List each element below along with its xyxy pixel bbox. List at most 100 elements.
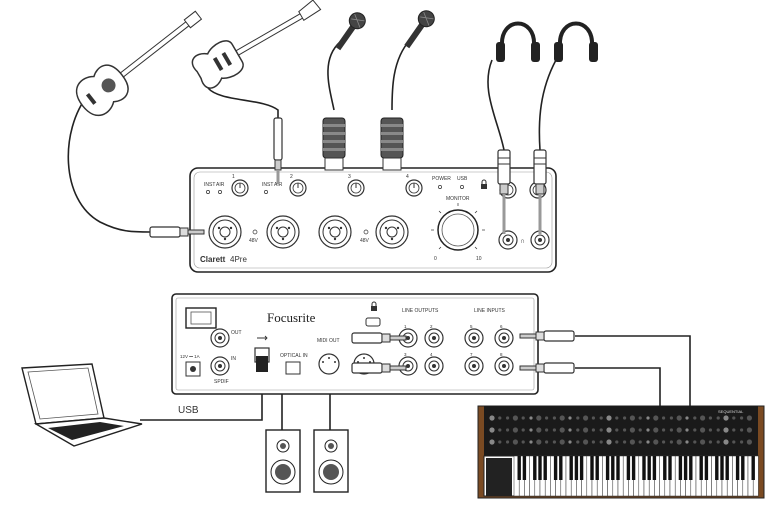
synth-knob — [576, 428, 580, 432]
synth-knob — [629, 439, 636, 445]
acoustic-guitar-icon — [76, 10, 203, 117]
combo-input-2[interactable] — [266, 215, 300, 249]
synth-knob — [606, 415, 612, 421]
synth-knob — [498, 440, 502, 444]
midi-out-port[interactable] — [318, 353, 340, 375]
line-output-4[interactable] — [424, 356, 444, 376]
gain-knob-4[interactable] — [405, 179, 423, 197]
synth-black-key — [538, 456, 542, 480]
synth-knob — [559, 427, 565, 433]
synth-knob — [489, 439, 495, 445]
synth-knob — [623, 416, 627, 420]
synth-black-key — [704, 456, 709, 480]
synth-knob — [723, 439, 729, 445]
lock-slot[interactable] — [365, 317, 381, 327]
synth-knob — [708, 416, 713, 420]
synth-black-key — [683, 456, 688, 480]
line-input-8[interactable] — [494, 356, 514, 376]
synth-knob — [746, 415, 753, 421]
synth-knob — [552, 416, 557, 420]
power-label: POWER — [432, 176, 451, 182]
synth-black-key — [559, 456, 563, 480]
synth-knob — [552, 440, 557, 444]
synth-knob — [521, 416, 525, 420]
usb-icon — [257, 335, 268, 341]
synth-knob — [732, 428, 736, 432]
headphone-jack-1[interactable] — [498, 230, 518, 250]
line-input-6[interactable] — [494, 328, 514, 348]
synth-black-key — [616, 456, 620, 480]
rear-panel: 12V ⎓ 1A OUT IN SPDIF OPTICAL IN Focusri… — [171, 293, 539, 395]
synth-knob — [615, 428, 619, 432]
synth-black-key — [543, 456, 547, 480]
synth-black-key — [735, 456, 740, 480]
synth-knob — [576, 440, 580, 444]
synth-knob — [576, 416, 580, 420]
synth-black-key — [553, 456, 558, 480]
line-input-number-7: 7 — [470, 352, 473, 357]
optical-input[interactable] — [285, 361, 301, 375]
synth-knob — [740, 416, 744, 420]
synth-knob — [740, 428, 744, 432]
gain-knob-3[interactable] — [347, 179, 365, 197]
synth-black-key — [626, 456, 631, 480]
synth-black-key — [533, 456, 537, 480]
synth-knob — [599, 428, 603, 432]
line-output-number-1: 1 — [404, 324, 407, 329]
synth-black-key — [631, 456, 636, 480]
synth-knob — [591, 440, 596, 444]
line-input-number-5: 5 — [470, 324, 473, 329]
synth-knob — [693, 440, 697, 444]
synth-knob — [536, 415, 542, 421]
synth-knob — [638, 440, 642, 444]
inst-label-2: INST — [262, 182, 273, 188]
synth-black-key — [605, 456, 610, 480]
line-outputs-label: LINE OUTPUTS — [402, 308, 439, 314]
synth-knob — [583, 439, 589, 445]
synth-knob — [529, 440, 533, 444]
synth-knob — [545, 416, 549, 420]
synth-black-key — [522, 456, 527, 480]
combo-input-1[interactable] — [208, 215, 242, 249]
gain-knob-2[interactable] — [289, 179, 307, 197]
synth-knob — [653, 439, 659, 445]
cables — [67, 39, 691, 430]
monitor-knob[interactable] — [431, 203, 485, 251]
line-output-number-3: 3 — [404, 352, 407, 357]
laptop-icon — [21, 363, 143, 447]
line-input-7[interactable] — [464, 356, 484, 376]
model-name: 4Pre — [230, 255, 247, 264]
input-number-1: 1 — [232, 174, 235, 180]
synth-knob — [568, 440, 572, 444]
lock-icon — [371, 301, 377, 311]
synth-black-key — [590, 456, 594, 480]
line-input-5[interactable] — [464, 328, 484, 348]
synth-knob — [506, 416, 510, 420]
synth-knob — [693, 416, 697, 420]
combo-input-4[interactable] — [375, 215, 409, 249]
synth-knob — [623, 440, 627, 444]
synth-knob — [723, 415, 729, 421]
synth-black-key — [678, 456, 683, 480]
spdif-in-jack[interactable] — [210, 356, 230, 376]
synth-knob — [746, 439, 753, 445]
synth-knob — [591, 416, 596, 420]
synth-black-key — [569, 456, 573, 480]
synth-knob — [559, 415, 565, 421]
spdif-out-jack[interactable] — [210, 328, 230, 348]
synth-knob — [662, 428, 666, 432]
gain-knob-1[interactable] — [231, 179, 249, 197]
synth-knob — [700, 439, 706, 445]
synth-black-key — [652, 456, 657, 480]
line-output-2[interactable] — [424, 328, 444, 348]
midi-out-label: MIDI OUT — [317, 338, 340, 344]
synth-knob — [685, 428, 689, 432]
input-number-4: 4 — [406, 174, 409, 180]
synth-black-key — [715, 456, 719, 480]
combo-input-3[interactable] — [318, 215, 352, 249]
line-inputs-label: LINE INPUTS — [474, 308, 506, 314]
synth-knob — [506, 440, 510, 444]
synth-knob — [606, 439, 612, 445]
synth-knob — [746, 427, 753, 433]
